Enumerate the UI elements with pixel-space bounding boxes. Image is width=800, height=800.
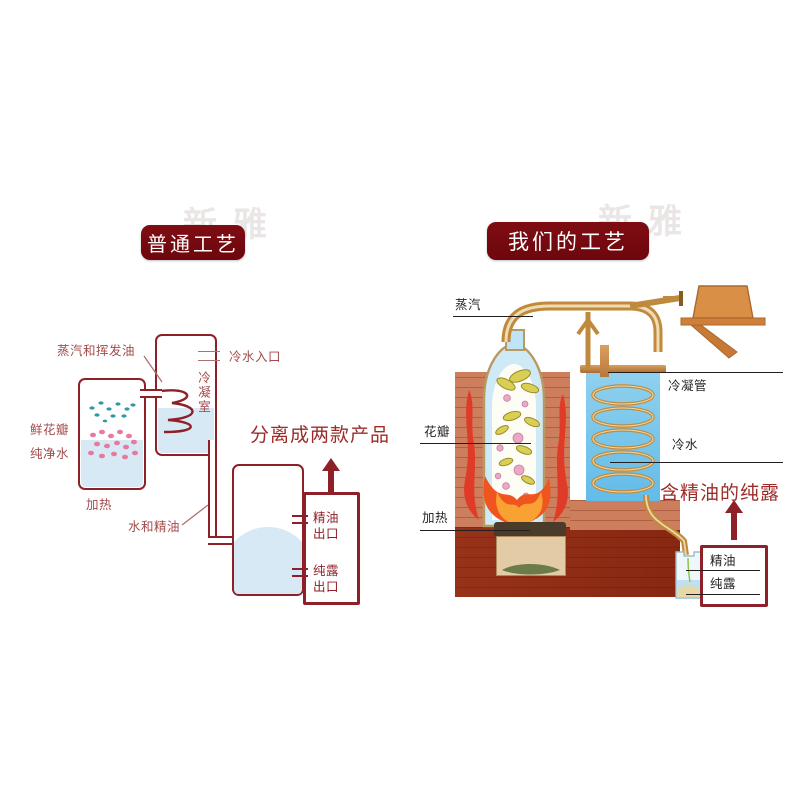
- label-water-and-essential-oil: 水和精油: [128, 519, 181, 534]
- left-hydrosol-tick-a: [292, 568, 308, 570]
- label-condensing-chamber: 冷凝室: [196, 371, 211, 415]
- left-outlets-box: [303, 492, 360, 605]
- label-right-heating: 加热: [422, 510, 449, 525]
- left-condenser-coil: [155, 389, 194, 434]
- label-cold-water: 冷水: [672, 437, 699, 452]
- label-left-heating: 加热: [86, 497, 113, 512]
- left-product-arrow-stem: [328, 470, 334, 494]
- left-outlet-pipe-vertical: [208, 440, 217, 544]
- label-jar-essential-oil: 精油: [710, 553, 737, 568]
- label-steam: 蒸汽: [455, 297, 482, 312]
- left-hydrosol-tick-b: [292, 575, 308, 577]
- label-petals: 花瓣: [424, 424, 451, 439]
- leader-heating: [420, 530, 530, 532]
- label-vapor-and-volatile-oil: 蒸汽和挥发油: [57, 343, 136, 358]
- left-outlet-pipe-horizontal: [208, 536, 246, 545]
- left-oil-tick-a: [292, 515, 308, 517]
- leader-condenser-tube: [608, 372, 783, 374]
- leader-steam: [453, 316, 533, 318]
- leader-jar-hydrosol: [686, 594, 760, 596]
- left-vapor-pipe: [140, 389, 162, 398]
- right-steam-pipe: [501, 295, 681, 370]
- left-inlet-tick-bottom: [198, 360, 220, 362]
- right-jar-label-box: [700, 545, 768, 607]
- label-pure-water: 纯净水: [30, 446, 70, 461]
- right-product-arrow-head: [725, 500, 743, 513]
- left-flask-particles: [88, 401, 138, 460]
- left-flask-liquid: [81, 440, 143, 487]
- right-copper-vessel: [663, 285, 766, 359]
- label-jar-hydrosol: 纯露: [710, 576, 737, 591]
- right-condenser-coil: [591, 384, 655, 494]
- right-flames: [464, 390, 568, 526]
- label-essential-oil-outlet-line2: 出口: [313, 526, 340, 541]
- right-coil-inlet: [600, 345, 609, 377]
- left-separator-liquid: [234, 527, 302, 594]
- leader-jar-oil: [686, 570, 760, 572]
- badge-our-process: 我们的工艺: [487, 222, 649, 260]
- right-condenser-rim: [580, 365, 666, 373]
- badge-ordinary-process: 普通工艺: [141, 225, 245, 260]
- right-product-arrow-stem: [731, 512, 737, 540]
- right-outlet-tube: [643, 494, 689, 556]
- leader-cold-water: [610, 462, 783, 464]
- leader-vapor-line: [143, 355, 163, 383]
- label-hydrosol-outlet-line2: 出口: [313, 579, 340, 594]
- callout-two-products: 分离成两款产品: [250, 424, 391, 446]
- label-cold-water-inlet: 冷水入口: [229, 349, 282, 364]
- leader-petals: [420, 443, 531, 445]
- label-hydrosol-outlet-line1: 纯露: [313, 563, 340, 578]
- right-coal-bed: [494, 522, 566, 536]
- leader-water-oil-line: [181, 504, 209, 526]
- left-oil-tick-b: [292, 522, 308, 524]
- right-firebox-shadow: [502, 564, 560, 575]
- label-essential-oil-outlet-line1: 精油: [313, 510, 340, 525]
- left-inlet-tick-top: [198, 351, 220, 353]
- left-product-arrow-head: [322, 458, 340, 471]
- label-condenser-tube: 冷凝管: [668, 378, 708, 393]
- right-brick-base: [455, 525, 680, 597]
- callout-hydrosol-with-oil: 含精油的纯露: [660, 482, 781, 504]
- label-fresh-petals: 鲜花瓣: [30, 422, 70, 437]
